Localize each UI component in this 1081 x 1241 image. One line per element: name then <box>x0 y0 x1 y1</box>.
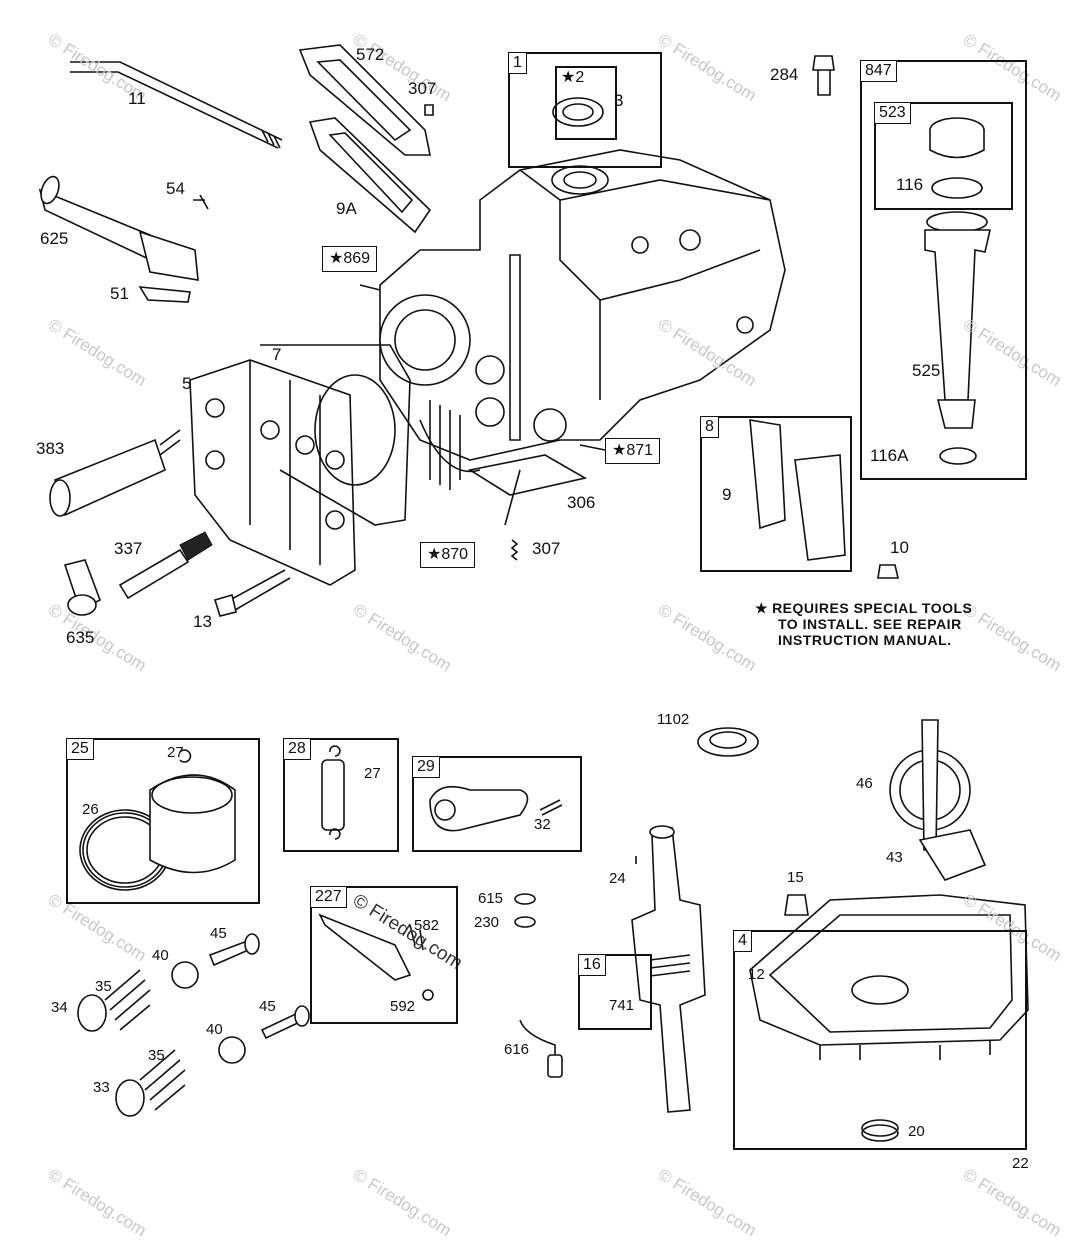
part-label-284: 284 <box>770 65 799 84</box>
part-label-11: 11 <box>128 89 146 108</box>
part-label-45: 45 <box>259 998 276 1015</box>
group-box-523 <box>874 102 1013 210</box>
part-label-12: 12 <box>748 966 765 983</box>
group-box-28-label: 28 <box>283 738 311 760</box>
special-tool-part-2: ★2 <box>557 68 589 88</box>
part-label-22: 22 <box>1012 1155 1029 1172</box>
gasket-9a-drawing <box>308 117 432 234</box>
part-label-306: 306 <box>567 493 596 512</box>
part-label-3: 3 <box>614 91 624 110</box>
part-label-27: 27 <box>167 744 184 761</box>
special-tool-part-869: ★869 <box>322 246 378 272</box>
part-label-35: 35 <box>95 978 112 995</box>
dipstick-tube-drawing <box>70 61 283 141</box>
group-box-227-label: 227 <box>310 886 347 908</box>
part-label-45: 45 <box>210 925 227 942</box>
part-label-20: 20 <box>908 1123 925 1140</box>
part-label-51: 51 <box>110 284 129 303</box>
note-line-2: TO INSTALL. SEE REPAIR <box>778 616 962 633</box>
group-box-16-label: 16 <box>578 954 606 976</box>
group-box-25-label: 25 <box>66 738 94 760</box>
part-label-54: 54 <box>166 179 185 198</box>
parts-diagram: © Firedog.com © Firedog.com © Firedog.co… <box>36 30 1065 1240</box>
part-label-116: 116 <box>896 175 924 194</box>
part-label-307: 307 <box>408 79 437 98</box>
group-box-8-label: 8 <box>700 416 719 438</box>
group-box-16 <box>578 954 652 1030</box>
part-label-5: 5 <box>182 374 192 393</box>
part-label-1102: 1102 <box>657 711 690 728</box>
note-line-1: REQUIRES SPECIAL TOOLS <box>772 600 973 616</box>
part-label-592: 592 <box>390 998 416 1015</box>
handle-625-drawing <box>38 188 157 264</box>
special-tool-part-870: ★870 <box>420 542 476 568</box>
part-label-230: 230 <box>474 914 500 931</box>
part-label-572: 572 <box>356 45 385 64</box>
part-label-10: 10 <box>890 538 909 557</box>
group-box-29 <box>412 756 582 852</box>
gasket-572-drawing <box>298 44 431 156</box>
note-star-icon: ★ <box>755 600 769 616</box>
cylinder-head-drawing <box>189 359 356 586</box>
muffler-drawing <box>54 438 166 517</box>
part-label-616: 616 <box>504 1041 530 1058</box>
part-label-34: 34 <box>51 999 68 1016</box>
group-box-227 <box>310 886 458 1024</box>
part-label-116a: 116A <box>870 446 909 465</box>
part-label-625: 625 <box>40 229 69 248</box>
crankcase-drawing <box>379 149 786 461</box>
part-label-383: 383 <box>36 439 65 458</box>
part-label-24: 24 <box>609 870 626 887</box>
part-label-307: 307 <box>532 539 561 558</box>
group-box-523-label: 523 <box>874 102 911 124</box>
note-line-3: INSTRUCTION MANUAL. <box>778 632 952 649</box>
part-label-35: 35 <box>148 1047 165 1064</box>
connecting-rod-drawing <box>429 785 529 832</box>
part-label-26: 26 <box>82 801 99 818</box>
part-label-33: 33 <box>93 1079 110 1096</box>
piston-drawing <box>149 774 236 874</box>
part-label-27: 27 <box>364 765 381 782</box>
group-box-4-label: 4 <box>733 930 752 952</box>
group-box-29-label: 29 <box>412 756 440 778</box>
crankshaft-drawing <box>631 826 706 1113</box>
parts-line-art <box>38 44 1029 1142</box>
group-box-847 <box>860 60 1027 480</box>
part-label-15: 15 <box>787 869 804 886</box>
group-box-2 <box>555 66 617 140</box>
group-box-847-label: 847 <box>860 60 897 82</box>
group-box-4 <box>733 930 1027 1150</box>
group-box-28 <box>283 738 399 852</box>
group-box-25 <box>66 738 260 904</box>
part-label-9a: 9A <box>336 199 357 218</box>
part-label-13: 13 <box>193 612 212 631</box>
part-label-635: 635 <box>66 628 95 647</box>
part-label-7: 7 <box>272 345 282 364</box>
part-label-615: 615 <box>478 890 504 907</box>
part-label-741: 741 <box>609 997 635 1014</box>
part-label-582: 582 <box>414 917 440 934</box>
group-box-8 <box>700 416 852 572</box>
part-label-32: 32 <box>534 816 551 833</box>
special-tool-part-871: ★871 <box>605 438 661 464</box>
part-label-43: 43 <box>886 849 903 866</box>
part-label-337: 337 <box>114 539 143 558</box>
group-box-1 <box>508 52 662 168</box>
part-label-40: 40 <box>206 1021 223 1038</box>
part-label-46: 46 <box>856 775 873 792</box>
special-tools-note: ★REQUIRES SPECIAL TOOLS TO INSTALL. SEE … <box>755 600 972 648</box>
part-label-40: 40 <box>152 947 169 964</box>
part-label-9: 9 <box>722 485 732 504</box>
group-box-1-label: 1 <box>508 52 527 74</box>
part-label-525: 525 <box>912 361 941 380</box>
